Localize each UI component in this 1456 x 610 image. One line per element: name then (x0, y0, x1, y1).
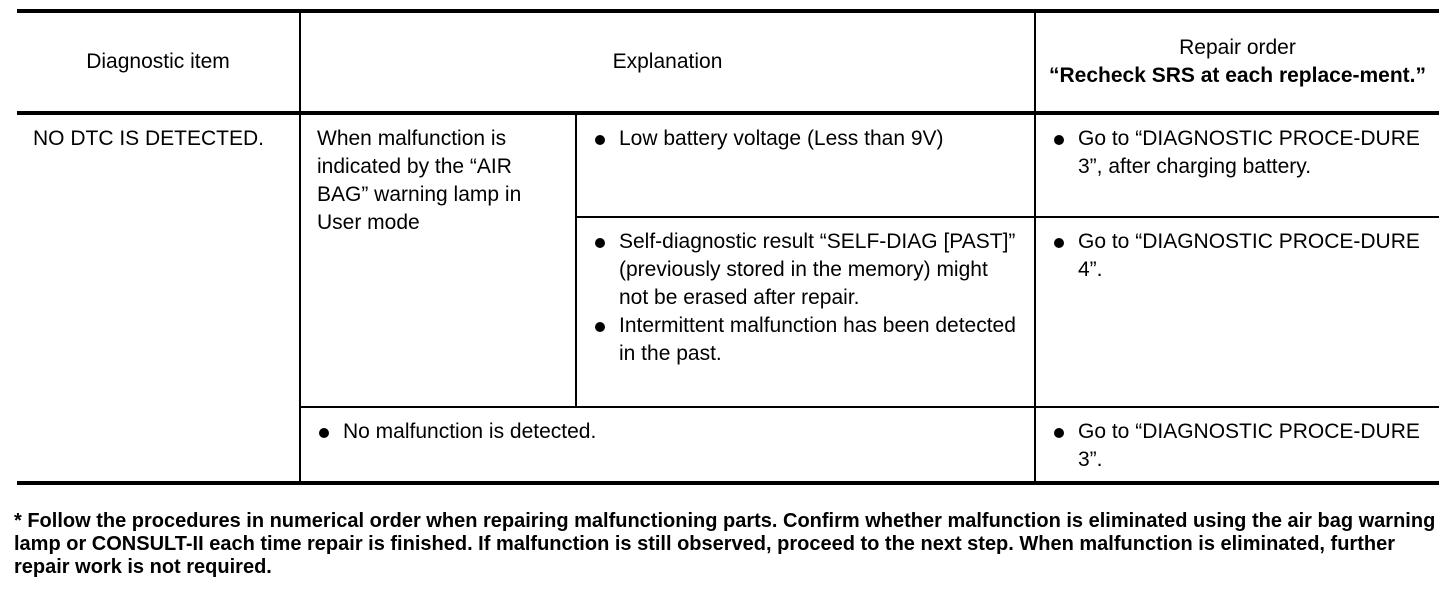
list-item: No malfunction is detected. (317, 418, 1020, 446)
header-diagnostic-item: Diagnostic item (86, 50, 230, 73)
footnote: * Follow the procedures in numerical ord… (14, 510, 1436, 578)
list-item: Low battery voltage (Less than 9V) (593, 125, 1020, 153)
explanation-cell: Low battery voltage (Less than 9V) (575, 113, 1035, 217)
header-explanation: Explanation (299, 11, 1035, 113)
explanation-list: No malfunction is detected. (317, 418, 1020, 446)
repair-list: Go to “DIAGNOSTIC PROCE-DURE 4”. (1052, 228, 1425, 284)
repair-list: Go to “DIAGNOSTIC PROCE-DURE 3”, after c… (1052, 125, 1425, 181)
repair-cell: Go to “DIAGNOSTIC PROCE-DURE 3”. (1034, 406, 1439, 483)
explanation-cell: No malfunction is detected. (299, 406, 1035, 483)
list-item: Intermittent malfunction has been detect… (593, 312, 1020, 368)
header-row: Diagnostic item Explanation Repair order… (17, 11, 1439, 113)
header-repair-order-note: “Recheck SRS at each replace-ment.” (1049, 64, 1426, 87)
explanation-cell: Self-diagnostic result “SELF-DIAG [PAST]… (575, 216, 1035, 407)
repair-cell: Go to “DIAGNOSTIC PROCE-DURE 3”, after c… (1034, 113, 1439, 217)
repair-cell: Go to “DIAGNOSTIC PROCE-DURE 4”. (1034, 216, 1439, 407)
table-row: No malfunction is detected. Go to “DIAGN… (17, 406, 1439, 483)
list-item: Self-diagnostic result “SELF-DIAG [PAST]… (593, 228, 1020, 312)
explanation-list: Low battery voltage (Less than 9V) (593, 125, 1020, 153)
diagnostic-item-cell: NO DTC IS DETECTED. (33, 127, 265, 150)
table-row: Self-diagnostic result “SELF-DIAG [PAST]… (17, 216, 1439, 407)
list-item: Go to “DIAGNOSTIC PROCE-DURE 3”, after c… (1052, 125, 1425, 181)
diagnostic-table: Diagnostic item Explanation Repair order… (17, 9, 1439, 485)
repair-list: Go to “DIAGNOSTIC PROCE-DURE 3”. (1052, 418, 1425, 474)
list-item: Go to “DIAGNOSTIC PROCE-DURE 3”. (1052, 418, 1425, 474)
header-repair-order-label: Repair order (1179, 36, 1296, 59)
list-item: Go to “DIAGNOSTIC PROCE-DURE 4”. (1052, 228, 1425, 284)
explanation-list: Self-diagnostic result “SELF-DIAG [PAST]… (593, 228, 1020, 368)
condition-cell: When malfunction is indicated by the “AI… (299, 113, 576, 407)
header-repair-order: Repair order “Recheck SRS at each replac… (1034, 11, 1439, 113)
table-row: NO DTC IS DETECTED. When malfunction is … (17, 113, 1439, 407)
